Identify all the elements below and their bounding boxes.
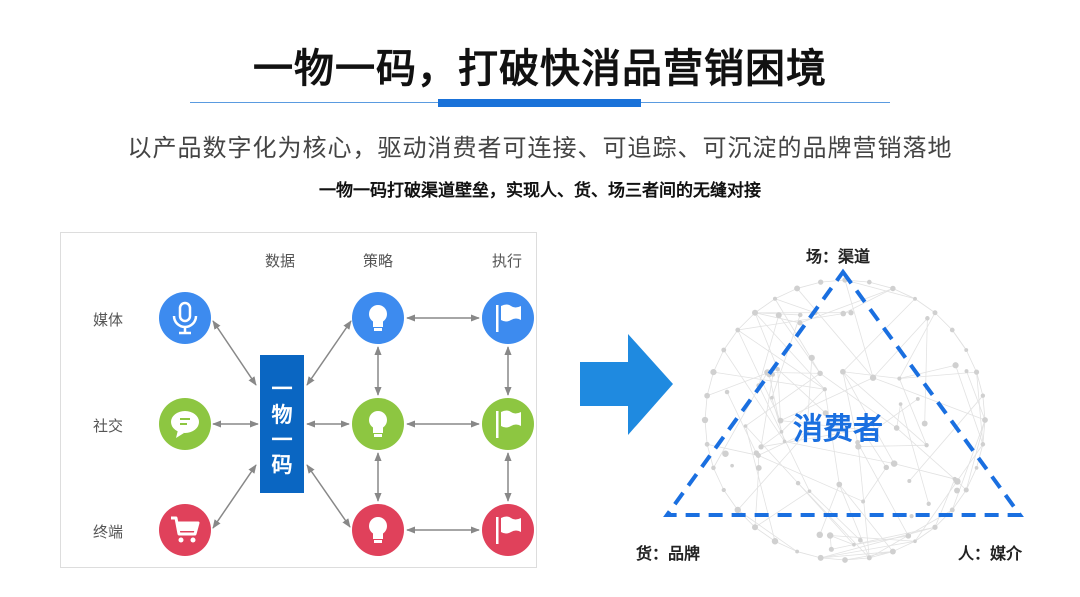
lightbulb-icon xyxy=(352,292,404,344)
chat-bubble-icon xyxy=(159,398,211,450)
subtitle: 以产品数字化为核心，驱动消费者可连接、可追踪、可沉淀的品牌营销落地 xyxy=(127,134,953,162)
box-char-1: 一 xyxy=(272,377,293,401)
shopping-cart-icon xyxy=(159,504,211,556)
flag-icon xyxy=(482,292,534,344)
column-header-execution: 执行 xyxy=(492,252,522,270)
goods-brand-label: 货：品牌 xyxy=(636,544,700,563)
microphone-icon xyxy=(159,292,211,344)
row-label-media: 媒体 xyxy=(93,311,123,329)
connector-arrows xyxy=(212,314,512,534)
flow-diagram-panel xyxy=(60,232,537,568)
box-char-3: 一 xyxy=(272,428,293,452)
column-header-data: 数据 xyxy=(265,252,295,270)
flag-icon xyxy=(482,504,534,556)
column-header-strategy: 策略 xyxy=(363,252,393,270)
lightbulb-icon xyxy=(352,504,404,556)
slide-title: 一物一码，打破快消品营销困境 xyxy=(253,46,827,92)
box-char-4: 码 xyxy=(272,453,293,477)
place-channel-label: 场：渠道 xyxy=(806,247,870,266)
people-goods-place-triangle xyxy=(663,268,1024,517)
one-item-one-code-box xyxy=(260,355,304,493)
consumer-label: 消费者 xyxy=(793,412,883,447)
title-underline-accent xyxy=(438,99,641,107)
transition-arrow-icon xyxy=(580,334,673,435)
row-label-social: 社交 xyxy=(93,417,123,435)
lightbulb-icon xyxy=(352,398,404,450)
row-label-terminal: 终端 xyxy=(93,523,123,541)
network-sphere-graphic xyxy=(701,277,988,563)
flag-icon xyxy=(482,398,534,450)
box-char-2: 物 xyxy=(272,403,293,427)
tagline: 一物一码打破渠道壁垒，实现人、货、场三者间的无缝对接 xyxy=(319,181,761,201)
people-media-label: 人：媒介 xyxy=(958,544,1023,563)
